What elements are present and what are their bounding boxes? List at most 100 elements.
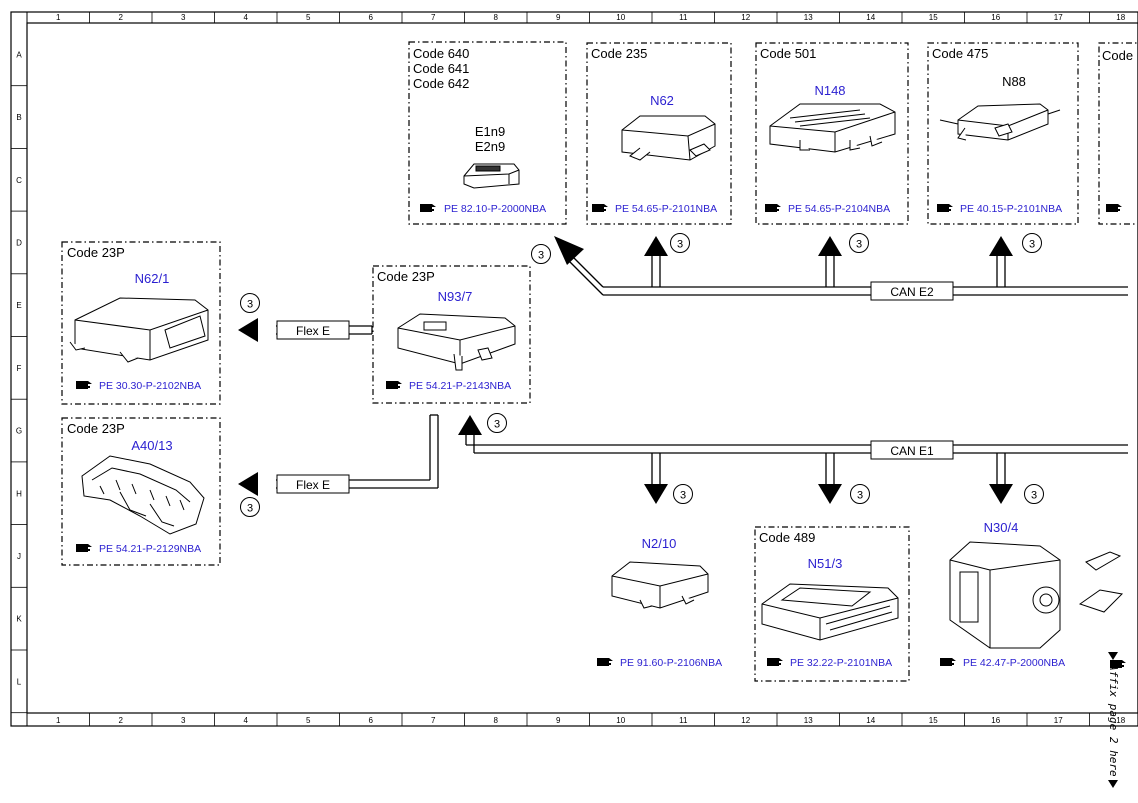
svg-text:Flex E: Flex E [296, 324, 330, 338]
module-code: Code 642 [413, 76, 469, 91]
arrow-to-n30-4 [989, 484, 1013, 504]
module-n2-10: N2/10 PE 91.60-P-2106NBA [597, 536, 722, 669]
grid-column-label: 17 [1054, 13, 1063, 22]
module-code: Code 23P [67, 421, 125, 436]
module-box-n62 [586, 42, 732, 225]
connector-marker: 3 [240, 293, 260, 313]
module-label: N93/7 [438, 289, 473, 304]
module-label: N88 [1002, 74, 1026, 89]
grid-column-label: 11 [679, 13, 688, 22]
module-code: Code 501 [760, 46, 816, 61]
arrow-to-n62-1 [238, 318, 258, 342]
flex-e-bottom-label: Flex E [276, 474, 350, 494]
arrow-to-n148 [818, 236, 842, 256]
grid-row-label: H [16, 489, 22, 498]
n51-3-component-drawing [761, 583, 899, 641]
svg-text:3: 3 [494, 419, 500, 431]
module-label: N30/4 [984, 520, 1019, 535]
n62-1-component-drawing [69, 297, 209, 363]
connector-marker: 3 [1022, 233, 1042, 253]
grid-column-label: 2 [119, 13, 124, 22]
affix-note-text: Affix page 2 here [1107, 663, 1120, 777]
grid-column-label: 1 [56, 13, 61, 22]
module-box-n62-1 [61, 241, 221, 405]
grid-column-label: 3 [181, 13, 186, 22]
connector-marker: 3 [240, 497, 260, 517]
connector-markers: 3 3 3 3 3 3 3 3 3 3 [240, 233, 1044, 517]
grid-row-label: K [16, 615, 22, 624]
module-code: Code 23P [67, 245, 125, 260]
grid-row-label: F [17, 364, 22, 373]
e1n9-component-drawing [463, 163, 520, 189]
grid-row-label: A [16, 50, 22, 59]
svg-text:3: 3 [247, 299, 253, 311]
svg-text:3: 3 [856, 239, 862, 251]
connector-marker: 3 [849, 233, 869, 253]
module-label: E2n9 [475, 139, 505, 154]
grid-column-label: 12 [741, 716, 750, 725]
connector-marker: 3 [850, 484, 870, 504]
module-reference: PE 54.65-P-2104NBA [788, 203, 890, 215]
can-e1-label: CAN E1 [870, 440, 954, 460]
bus-wiring [276, 254, 1128, 489]
n93-7-component-drawing [397, 313, 516, 371]
connector-marker: 3 [670, 233, 690, 253]
module-reference: PE 42.47-P-2000NBA [963, 657, 1065, 669]
grid-column-label: 18 [1116, 716, 1125, 725]
grid-row-label: B [16, 113, 21, 122]
grid-row-label: G [16, 427, 22, 436]
module-box-n51-3 [754, 526, 910, 682]
svg-text:3: 3 [680, 490, 686, 502]
module-box-n148 [755, 42, 909, 225]
module-reference: PE 32.22-P-2101NBA [790, 657, 892, 669]
svg-text:CAN E2: CAN E2 [890, 285, 934, 299]
grid-column-label: 5 [306, 13, 311, 22]
svg-text:3: 3 [247, 503, 253, 515]
affix-note: Affix page 2 here [1107, 652, 1126, 788]
can-e2-label: CAN E2 [870, 281, 954, 301]
grid-column-label: 10 [616, 13, 625, 22]
grid-row-label: D [16, 238, 22, 247]
grid-column-label: 8 [494, 13, 499, 22]
grid-column-label: 5 [306, 716, 311, 725]
svg-text:3: 3 [538, 250, 544, 262]
grid-column-label: 15 [929, 716, 938, 725]
module-box-e1n9 [408, 41, 567, 225]
arrow-to-n2-10 [644, 484, 668, 504]
module-partial: Code [1102, 48, 1133, 212]
svg-text:3: 3 [677, 239, 683, 251]
grid-column-label: 10 [616, 716, 625, 725]
module-label: N2/10 [642, 536, 677, 551]
module-box-partial [1098, 42, 1138, 225]
grid-column-label: 16 [991, 716, 1000, 725]
a40-13-component-drawing [81, 455, 205, 535]
grid-column-label: 8 [494, 716, 499, 725]
module-box-n93-7 [372, 265, 531, 404]
grid-row-label: J [17, 552, 21, 561]
connector-marker: 3 [673, 484, 693, 504]
grid-column-label: 16 [991, 13, 1000, 22]
svg-text:3: 3 [1029, 239, 1035, 251]
module-label: A40/13 [131, 438, 172, 453]
grid-column-label: 13 [804, 716, 813, 725]
grid-column-label: 13 [804, 13, 813, 22]
svg-text:3: 3 [857, 490, 863, 502]
grid-column-label: 14 [866, 716, 875, 725]
grid-column-label: 4 [244, 13, 249, 22]
n88-component-drawing [939, 103, 1061, 141]
connector-marker: 3 [531, 244, 551, 264]
module-code: Code 23P [377, 269, 435, 284]
flex-e-top-label: Flex E [276, 320, 350, 340]
arrow-to-n51-3 [818, 484, 842, 504]
arrow-to-n62 [644, 236, 668, 256]
grid-row-label: E [16, 301, 21, 310]
grid-column-label: 9 [556, 716, 561, 725]
n62-component-drawing [621, 115, 716, 161]
module-label: N62/1 [135, 271, 170, 286]
grid-column-label: 9 [556, 13, 561, 22]
module-a40-13: Code 23P A40/13 PE 54.21-P-2129NBA [67, 421, 205, 555]
module-reference: PE 54.65-P-2101NBA [615, 203, 717, 215]
grid-column-label: 7 [431, 13, 436, 22]
module-reference: PE 91.60-P-2106NBA [620, 657, 722, 669]
grid-column-label: 1 [56, 716, 61, 725]
